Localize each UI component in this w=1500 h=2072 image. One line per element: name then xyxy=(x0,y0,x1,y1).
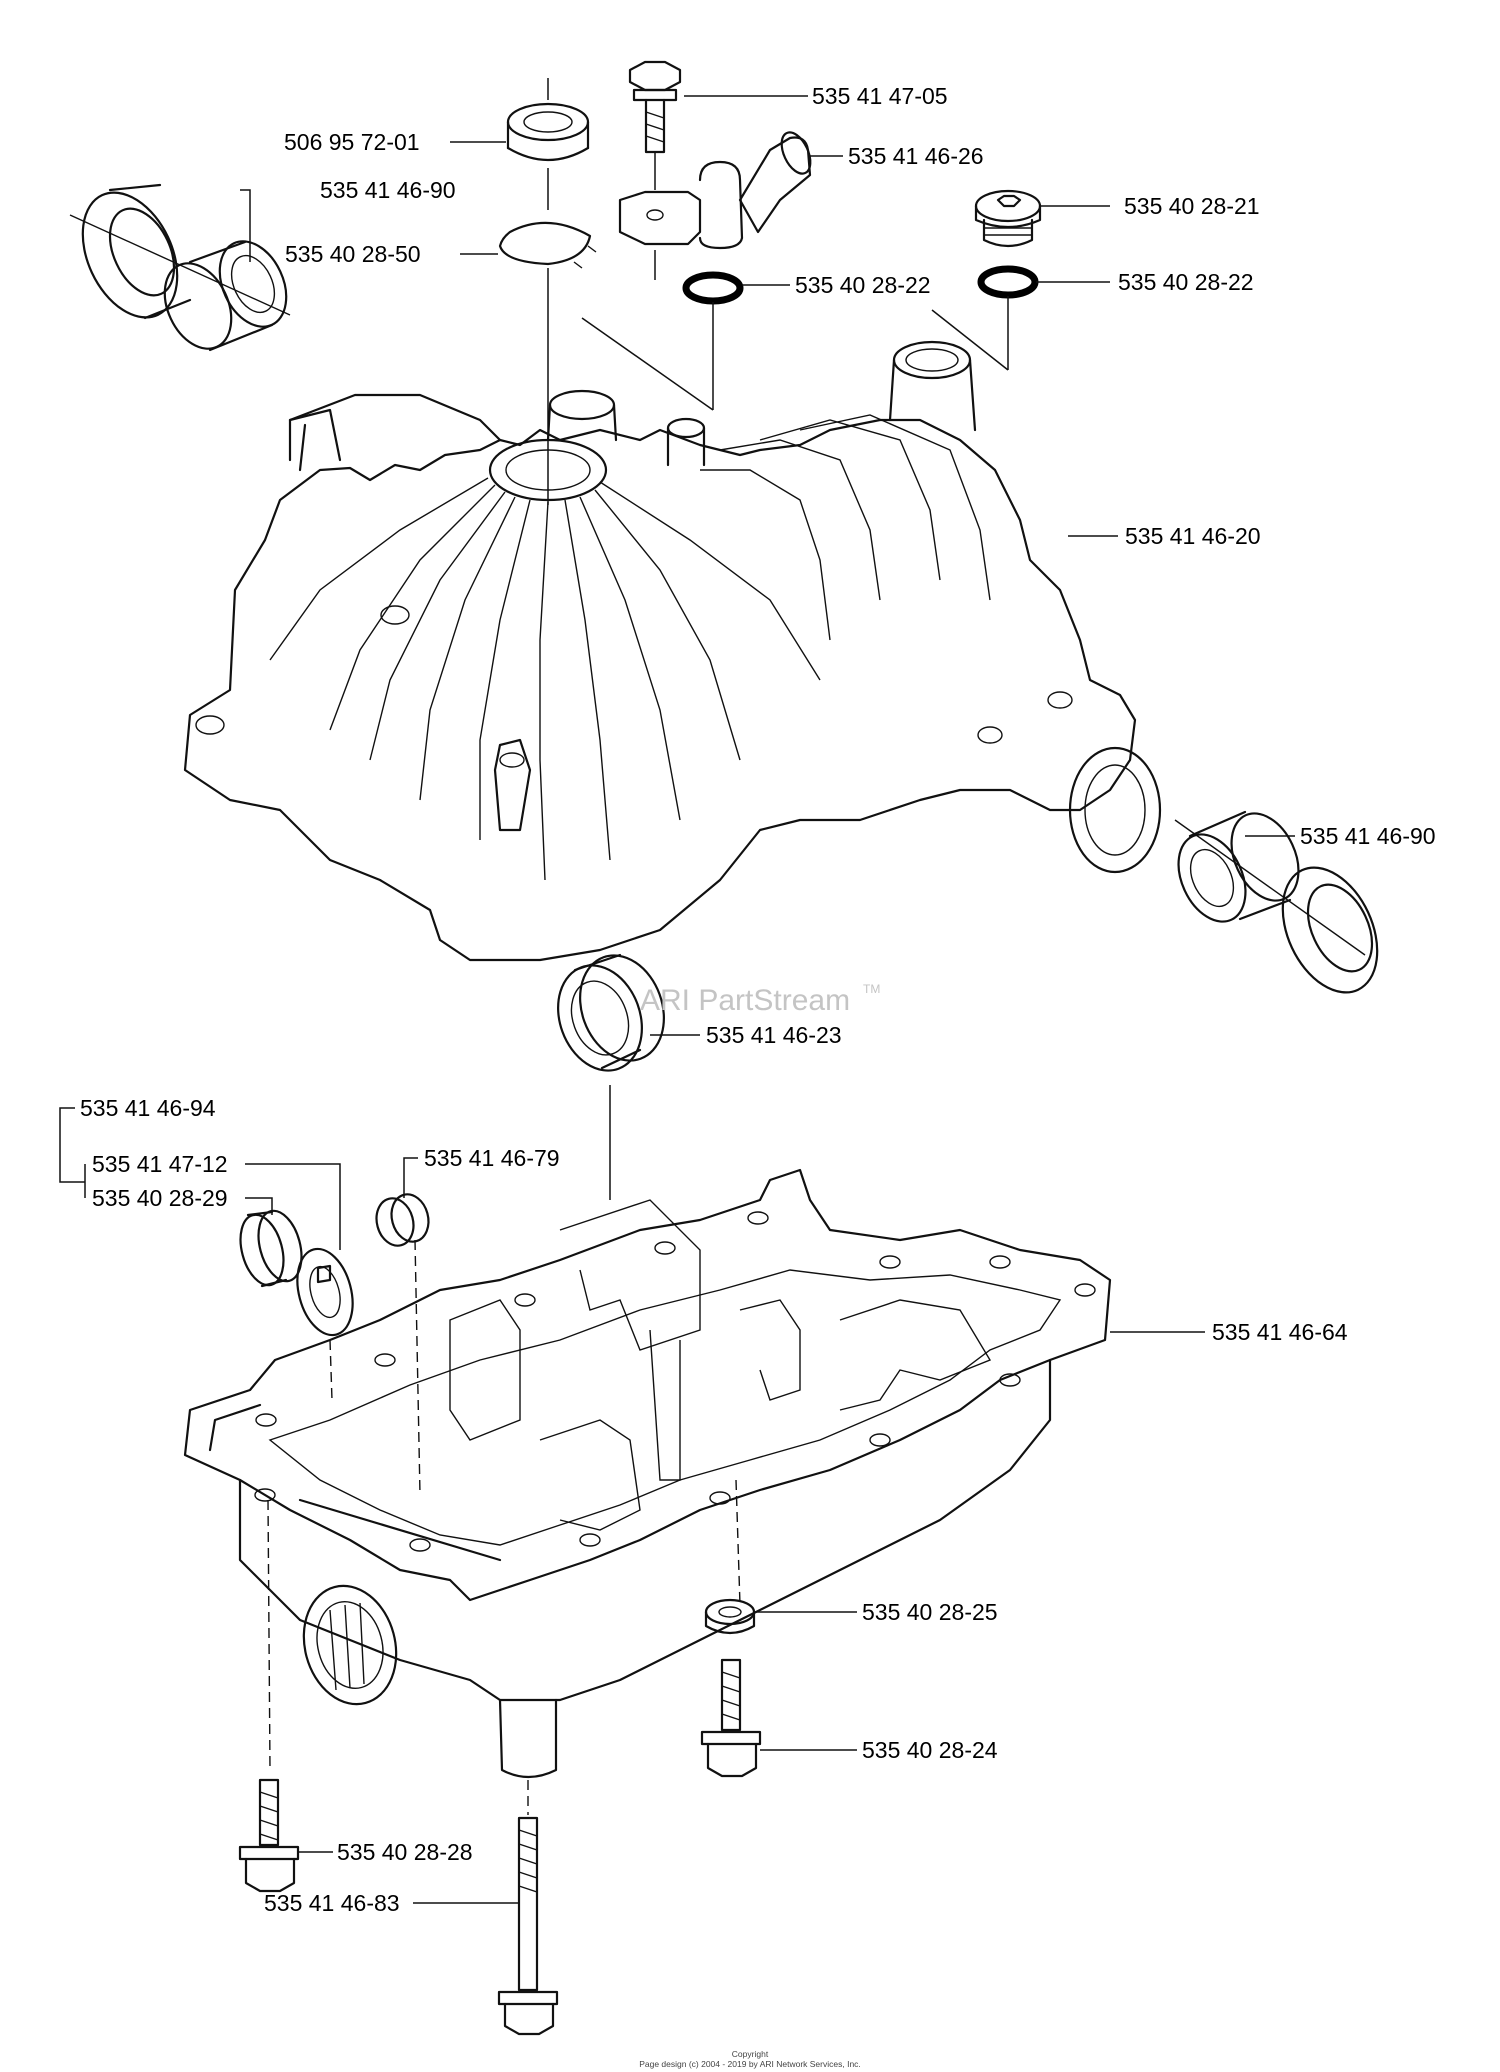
label-seal-kit-a: 535 41 47-12 xyxy=(92,1151,228,1177)
label-upper-housing: 535 41 46-20 xyxy=(1125,523,1261,549)
watermark-trademark: TM xyxy=(863,982,880,996)
label-retaining-ring: 535 40 28-50 xyxy=(285,241,421,267)
seal-kit-drawing xyxy=(239,1193,430,1496)
label-oring-right: 535 40 28-22 xyxy=(1118,269,1254,295)
label-bushing-right: 535 41 46-90 xyxy=(1300,823,1436,849)
left-seal-bushing-drawing xyxy=(69,183,291,352)
leader-lines xyxy=(59,95,1295,1904)
label-bolt-top: 535 41 47-05 xyxy=(812,83,948,109)
upper-housing-drawing xyxy=(183,340,1162,962)
label-kit: 535 41 46-94 xyxy=(80,1095,216,1121)
label-bolt-long: 535 41 46-83 xyxy=(264,1890,400,1916)
right-seal-bushing-drawing xyxy=(1174,810,1379,994)
top-bolt-and-fitting-drawing xyxy=(618,60,812,280)
oring-left-drawing xyxy=(682,271,744,305)
label-cap: 535 41 46-79 xyxy=(424,1145,560,1171)
part-labels: 535 41 47-05 506 95 72-01 535 41 46-26 5… xyxy=(80,83,1436,1916)
label-plug: 535 40 28-21 xyxy=(1124,193,1260,219)
lower-housing-drawing xyxy=(183,1168,1112,1779)
label-lower-housing: 535 41 46-64 xyxy=(1212,1319,1348,1345)
label-fitting: 535 41 46-26 xyxy=(848,143,984,169)
copyright-line1: Copyright xyxy=(732,2049,769,2059)
copyright-line2: Page design (c) 2004 - 2019 by ARI Netwo… xyxy=(639,2059,861,2069)
oring-right-drawing xyxy=(977,265,1039,299)
top-seal-and-ring-drawing xyxy=(498,78,597,505)
label-bolt-left: 535 40 28-28 xyxy=(337,1839,473,1865)
plug-drawing xyxy=(974,189,1042,248)
label-bolt-right: 535 40 28-24 xyxy=(862,1737,998,1763)
label-seal-top: 506 95 72-01 xyxy=(284,129,420,155)
label-seal-kit-b: 535 40 28-29 xyxy=(92,1185,228,1211)
label-washer: 535 40 28-25 xyxy=(862,1599,998,1625)
label-oring-left: 535 40 28-22 xyxy=(795,272,931,298)
bottom-fasteners-drawing xyxy=(238,1598,762,2036)
label-seal-center: 535 41 46-23 xyxy=(706,1022,842,1048)
watermark: ARI PartStream xyxy=(640,984,850,1017)
label-bushing-left: 535 41 46-90 xyxy=(320,177,456,203)
center-seal-drawing xyxy=(557,953,665,1200)
